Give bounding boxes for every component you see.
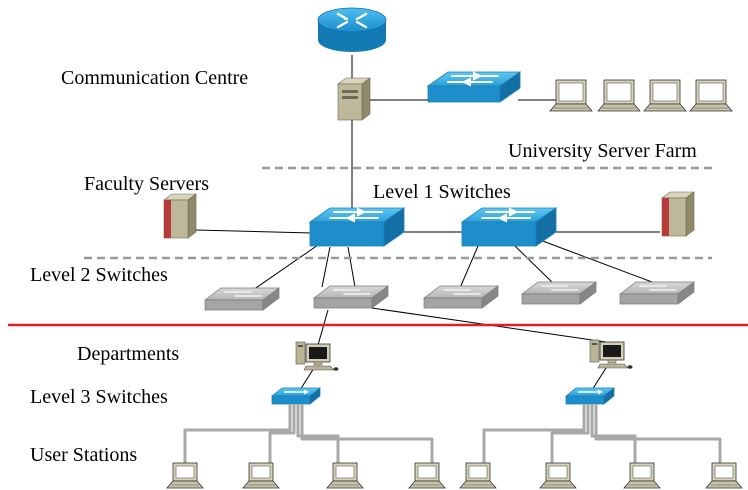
- departments-label: Departments: [77, 343, 180, 365]
- switch-icon: [618, 281, 696, 305]
- faculty-servers-label: Faculty Servers: [84, 173, 209, 195]
- laptop-icon: [689, 79, 733, 112]
- department-workstations: [295, 339, 633, 371]
- switch-icon: [203, 287, 281, 311]
- laptop-icon: [459, 462, 497, 489]
- l1a-to-l2-2b-link: [321, 246, 331, 288]
- switch-icon: [312, 285, 390, 309]
- level3-switches-label: Level 3 Switches: [30, 386, 168, 408]
- server-farm-computers: [549, 79, 733, 112]
- switch-icon: [565, 387, 615, 405]
- user-stations-label: User Stations: [30, 444, 138, 466]
- switch-icon: [308, 207, 406, 247]
- switch-icon: [460, 207, 558, 247]
- laptop-icon: [539, 462, 577, 489]
- level1-switches-label: Level 1 Switches: [373, 181, 511, 203]
- laptop-icon: [408, 462, 446, 489]
- laptop-icon: [705, 462, 743, 489]
- university-server-farm-label: University Server Farm: [508, 140, 697, 162]
- switch-icon: [520, 281, 598, 305]
- router-icon: [317, 7, 387, 52]
- laptop-icon: [623, 462, 661, 489]
- laptop-icon: [166, 462, 204, 489]
- workstation-icon: [295, 341, 339, 371]
- faculty-server-left-link: [195, 229, 313, 234]
- user-station-cabling: [183, 404, 722, 464]
- dept-left-to-l3-link: [299, 367, 315, 391]
- level2-switch-group: [203, 281, 696, 311]
- l1a-to-l2-1-link: [249, 244, 319, 293]
- server-icon: [337, 77, 371, 121]
- switch-icon: [422, 285, 500, 309]
- dept-right-to-l3-link: [591, 367, 607, 391]
- laptop-icon: [549, 79, 593, 112]
- user-stations: [166, 462, 743, 489]
- switch-icon: [271, 387, 321, 405]
- laptop-icon: [326, 462, 364, 489]
- level3-switch-group: [271, 387, 615, 405]
- laptop-icon: [242, 462, 280, 489]
- communication-centre-label: Communication Centre: [61, 67, 249, 89]
- server-icon: [661, 191, 695, 237]
- laptop-icon: [643, 79, 687, 112]
- server-icon: [163, 193, 197, 239]
- l1a-to-l2-2a-link: [347, 246, 356, 288]
- l1b-to-l2-3-link: [459, 245, 479, 289]
- switch-icon: [426, 71, 522, 103]
- level2-switches-label: Level 2 Switches: [30, 264, 168, 286]
- workstation-icon: [589, 339, 633, 369]
- l2-to-dept-left-link: [317, 309, 329, 346]
- l1b-to-l2-5-link: [539, 239, 661, 286]
- l1b-to-l2-4-link: [514, 245, 556, 286]
- laptop-icon: [597, 79, 641, 112]
